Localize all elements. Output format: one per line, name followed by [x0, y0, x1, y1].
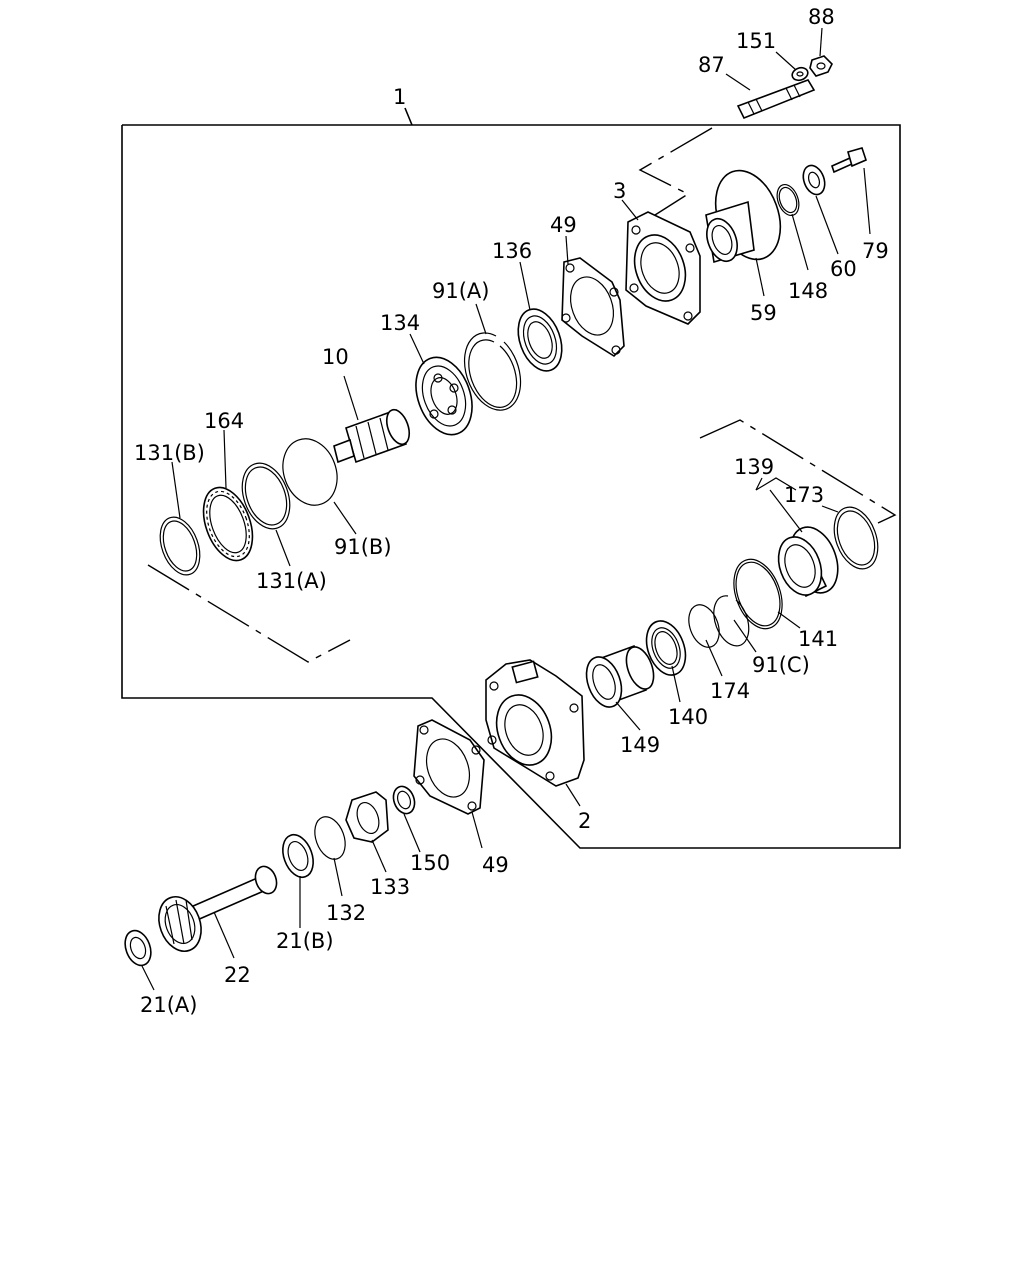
rear-housing-part — [625, 211, 701, 325]
part-labels: 1 2 3 10 21(A) 21(B) 22 49 49 59 60 79 8… — [134, 5, 889, 1017]
label-collar-133: 133 — [370, 875, 410, 899]
label-bolt-79: 79 — [862, 239, 889, 263]
label-flange: 59 — [750, 301, 777, 325]
gear-21b-part — [282, 833, 314, 879]
label-shim-173: 173 — [784, 483, 824, 507]
label-snap-ring-b: 91(B) — [334, 535, 392, 559]
label-gasket-lower: 49 — [482, 853, 509, 877]
ring-131b-part — [159, 516, 201, 576]
shaft-part — [333, 408, 411, 464]
label-ring-132: 132 — [326, 901, 366, 925]
o-ring-148-part — [776, 183, 800, 217]
label-part-139: 139 — [734, 455, 774, 479]
flange-part — [705, 169, 782, 264]
label-needle-150: 150 — [410, 851, 450, 875]
oil-seal-136-part — [517, 308, 563, 372]
label-ring-131b: 131(B) — [134, 441, 205, 465]
ring-132-part — [314, 816, 346, 860]
label-gear-a: 21(A) — [140, 993, 197, 1017]
bolt-79-part — [831, 147, 867, 174]
label-drive-shaft: 22 — [224, 963, 251, 987]
leader-lines — [141, 27, 871, 991]
label-washer-60: 60 — [830, 257, 857, 281]
snap-ring-91c-part — [713, 595, 750, 647]
gasket-lower-part — [413, 719, 485, 815]
label-bearing-149: 149 — [620, 733, 660, 757]
bearing-134-part — [415, 356, 473, 436]
drive-shaft-part — [158, 865, 278, 952]
snap-ring-91a-part — [463, 332, 522, 411]
label-roller-164: 164 — [204, 409, 244, 433]
front-housing-part — [485, 659, 585, 787]
label-assembly: 1 — [393, 85, 406, 109]
label-oil-seal-136: 136 — [492, 239, 532, 263]
part-139-part — [777, 526, 839, 598]
washer-60-part — [802, 164, 826, 196]
label-o-ring-148: 148 — [788, 279, 828, 303]
label-shaft: 10 — [322, 345, 349, 369]
label-nut: 88 — [808, 5, 835, 29]
label-gasket-upper: 49 — [550, 213, 577, 237]
label-snap-ring-a: 91(A) — [432, 279, 489, 303]
gear-21a-part — [124, 929, 152, 967]
ring-131a-part — [241, 462, 291, 530]
collar-133-part — [345, 791, 389, 843]
snap-ring-91b-part — [282, 438, 338, 506]
label-bearing-140: 140 — [668, 705, 708, 729]
label-ring-131a: 131(A) — [256, 569, 327, 593]
needle-150-part — [392, 785, 416, 815]
gasket-upper-part — [561, 257, 625, 358]
label-bearing-134: 134 — [380, 311, 420, 335]
label-housing-rear: 3 — [613, 179, 626, 203]
washer-151-part — [791, 66, 809, 82]
label-housing-front: 2 — [578, 809, 591, 833]
label-ring-174: 174 — [710, 679, 750, 703]
label-washer-151: 151 — [736, 29, 776, 53]
shim-173-part — [833, 506, 879, 570]
alignment-lines — [147, 127, 897, 663]
label-o-ring-141: 141 — [798, 627, 838, 651]
bearing-140-part — [645, 620, 687, 676]
nut-88-part — [809, 55, 833, 77]
label-snap-ring-c: 91(C) — [752, 653, 810, 677]
label-stud: 87 — [698, 53, 725, 77]
roller-164-part — [202, 486, 254, 562]
ring-174-part — [688, 604, 720, 648]
label-gear-b: 21(B) — [276, 929, 334, 953]
stud-part — [736, 79, 816, 120]
bearing-149-part — [585, 644, 655, 708]
assembly-frame — [121, 107, 901, 849]
